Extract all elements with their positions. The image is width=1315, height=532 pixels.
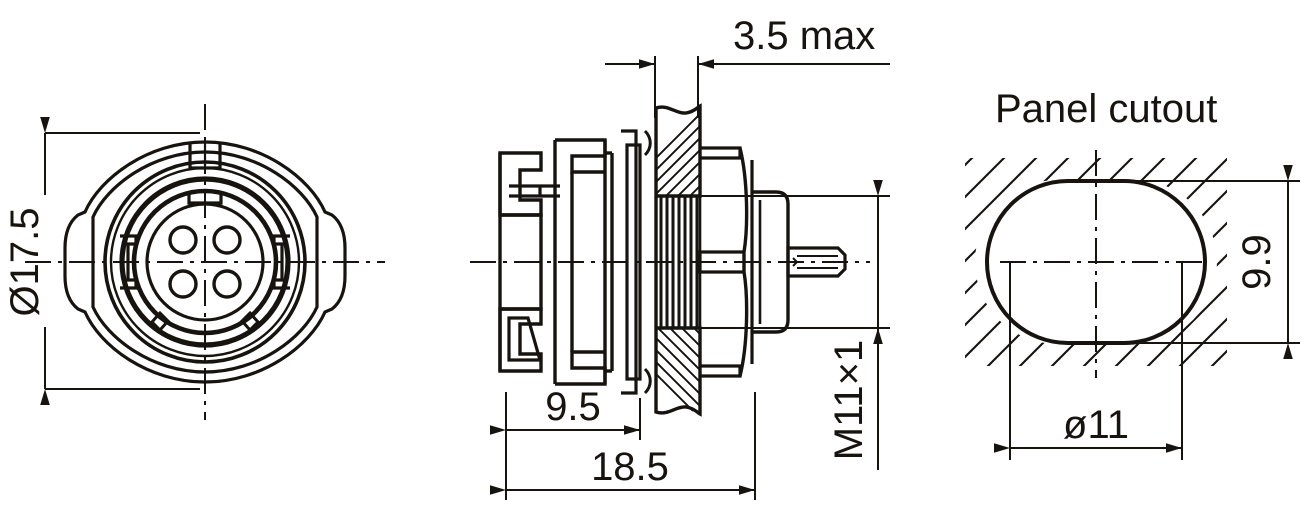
dimension-gap-3-5-max xyxy=(605,56,890,118)
dimension-thread-M11x1 xyxy=(700,180,890,470)
dimension-label-thread: M11×1 xyxy=(827,340,871,460)
panel-cutout-centerlines xyxy=(1000,150,1205,378)
dimension-label-diameter-11: ø11 xyxy=(1063,403,1129,447)
front-view-centerlines xyxy=(25,104,385,420)
backshell xyxy=(498,151,560,373)
dimension-label-9-5: 9.5 xyxy=(545,385,601,429)
flange-section-hatched xyxy=(654,103,702,417)
dimension-diameter-11 xyxy=(994,262,1183,460)
dimension-label-18-5: 18.5 xyxy=(591,445,669,489)
thread-M11x1 xyxy=(654,194,700,330)
dimension-label-gap: 3.5 max xyxy=(733,14,875,58)
dimension-label-outer-diameter: Ø17.5 xyxy=(3,208,47,317)
panel-cutout-view: Panel cutout xyxy=(965,87,1300,460)
front-view: Ø17.5 xyxy=(3,104,385,420)
dimension-label-9-9: 9.9 xyxy=(1235,234,1279,290)
contact-pin xyxy=(786,246,847,278)
panel-cutout-title: Panel cutout xyxy=(995,87,1217,131)
side-section-view: 3.5 max 9.5 18.5 M11×1 xyxy=(470,14,890,500)
dimension-9-9 xyxy=(1124,165,1300,359)
dimension-outer-diameter xyxy=(40,117,200,405)
panel-material-hatching xyxy=(965,158,1227,366)
dimension-18-5 xyxy=(490,392,756,500)
contact-holes xyxy=(168,225,242,299)
o-ring xyxy=(643,129,652,395)
